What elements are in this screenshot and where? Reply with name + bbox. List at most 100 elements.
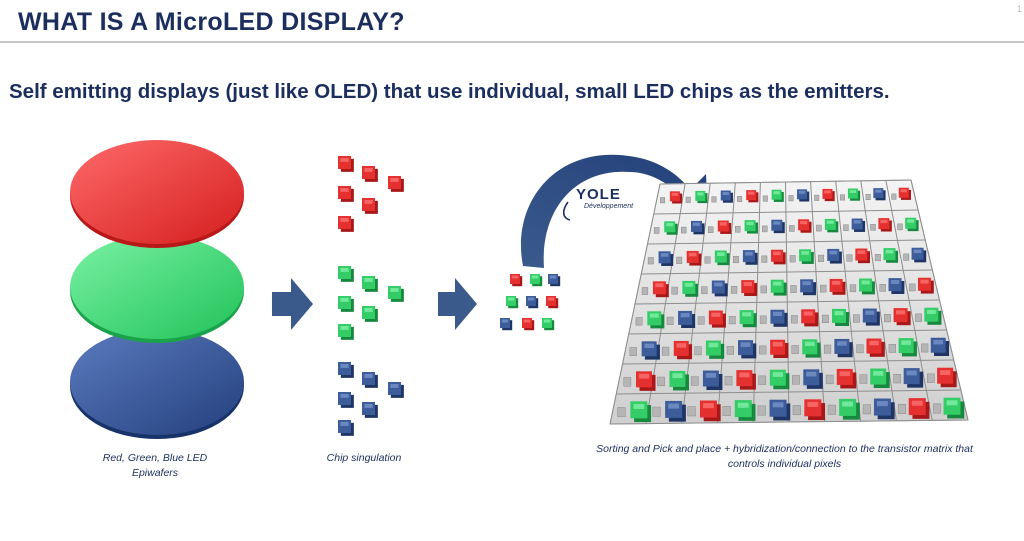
matrix-chip: [686, 250, 702, 266]
matrix-chip: [847, 188, 861, 201]
matrix-chip: [859, 278, 875, 295]
singulated-chip: [338, 156, 354, 172]
transistor-pad: [697, 316, 705, 325]
transistor-pad: [789, 255, 796, 263]
transistor-pad: [789, 225, 795, 232]
transistor-pad: [788, 195, 794, 202]
singulated-chip: [362, 166, 378, 182]
sorted-chip: [510, 274, 523, 287]
matrix-chip: [804, 399, 826, 421]
matrix-chip: [669, 370, 689, 391]
transistor-pad: [652, 406, 661, 417]
transistor-pad: [728, 316, 736, 325]
caption-pick-and-place: Sorting and Pick and place + hybridizati…: [572, 442, 997, 472]
singulated-chip: [362, 402, 378, 418]
transistor-pad: [820, 284, 827, 293]
transistor-pad: [635, 317, 643, 326]
matrix-chip: [705, 340, 725, 359]
transistor-pad: [680, 226, 687, 234]
transistor-pad: [790, 315, 798, 324]
matrix-chip: [822, 188, 835, 202]
singulated-chip: [338, 266, 354, 282]
transistor-pad: [629, 347, 637, 356]
transistor-pad: [685, 196, 691, 203]
matrix-chip: [647, 311, 665, 329]
transistor-pad: [814, 194, 820, 201]
process-arrow-2: [438, 278, 477, 330]
matrix-chip: [673, 340, 693, 360]
matrix-chip: [898, 187, 911, 200]
matrix-chip: [924, 307, 942, 325]
sorted-chip: [542, 318, 555, 331]
matrix-chip: [839, 398, 860, 420]
matrix-chip: [803, 369, 823, 389]
transistor-pad: [903, 253, 910, 261]
matrix-chip: [720, 190, 733, 203]
pick-and-place-arc-arrow: [520, 154, 708, 268]
transistor-pad: [701, 286, 708, 295]
matrix-chip: [769, 369, 790, 390]
matrix-chip: [798, 219, 812, 233]
matrix-chip: [678, 310, 696, 328]
matrix-chip: [831, 308, 850, 326]
singulated-chip: [362, 372, 378, 388]
matrix-chip: [658, 251, 674, 266]
transistor-pad: [759, 315, 767, 324]
transistor-pad: [757, 405, 766, 416]
transistor-pad: [843, 224, 849, 231]
matrix-chip: [736, 370, 756, 390]
singulated-chip: [388, 176, 404, 192]
transistor-pad: [827, 404, 836, 415]
transistor-pad: [641, 287, 649, 295]
matrix-gridline: [659, 179, 912, 185]
matrix-chip: [866, 338, 885, 357]
matrix-chip: [664, 221, 678, 235]
matrix-chip: [652, 281, 669, 298]
transistor-pad: [909, 283, 916, 292]
matrix-chip: [682, 280, 699, 297]
transistor-pad: [762, 195, 768, 202]
page-number: 1: [1016, 4, 1022, 14]
transistor-pad: [874, 254, 881, 262]
singulated-chip: [338, 420, 354, 436]
matrix-chip: [862, 308, 880, 326]
matrix-chip: [717, 220, 732, 234]
epiwafer-stack: [70, 140, 244, 439]
matrix-chip: [711, 280, 728, 297]
matrix-chip: [888, 278, 905, 294]
caption-epiwafers-line2: Epiwafers: [131, 467, 179, 479]
transistor-pad: [671, 286, 678, 295]
transistor-pad: [623, 377, 632, 387]
matrix-chip: [630, 401, 652, 423]
transistor-pad: [865, 194, 871, 201]
matrix-chip: [771, 219, 785, 234]
transistor-pad: [862, 404, 871, 415]
transistor-pad: [660, 197, 666, 204]
matrix-chip: [943, 397, 965, 419]
matrix-chip: [771, 249, 786, 265]
matrix-chip: [801, 309, 819, 327]
transistor-pad: [792, 375, 800, 385]
matrix-chip: [870, 368, 890, 389]
singulated-chip: [338, 324, 354, 340]
transistor-pad: [724, 376, 733, 386]
matrix-chip: [691, 220, 705, 235]
transistor-pad: [735, 226, 741, 233]
transistor-pad: [704, 256, 711, 264]
transistor-pad: [888, 344, 896, 353]
transistor-pad: [758, 375, 767, 385]
transistor-pad: [737, 196, 743, 203]
singulated-chip: [338, 186, 354, 202]
transistor-pad: [915, 313, 922, 322]
matrix-gridline: [647, 239, 926, 245]
transistor-pad: [730, 286, 738, 294]
matrix-chip: [851, 218, 866, 232]
transistor-pad: [818, 254, 825, 262]
matrix-chip: [635, 371, 656, 391]
matrix-chip: [878, 218, 892, 232]
matrix-chip: [883, 248, 899, 263]
transistor-pad: [921, 343, 929, 353]
matrix-gridline: [653, 209, 919, 215]
transistor-pad: [761, 255, 768, 263]
